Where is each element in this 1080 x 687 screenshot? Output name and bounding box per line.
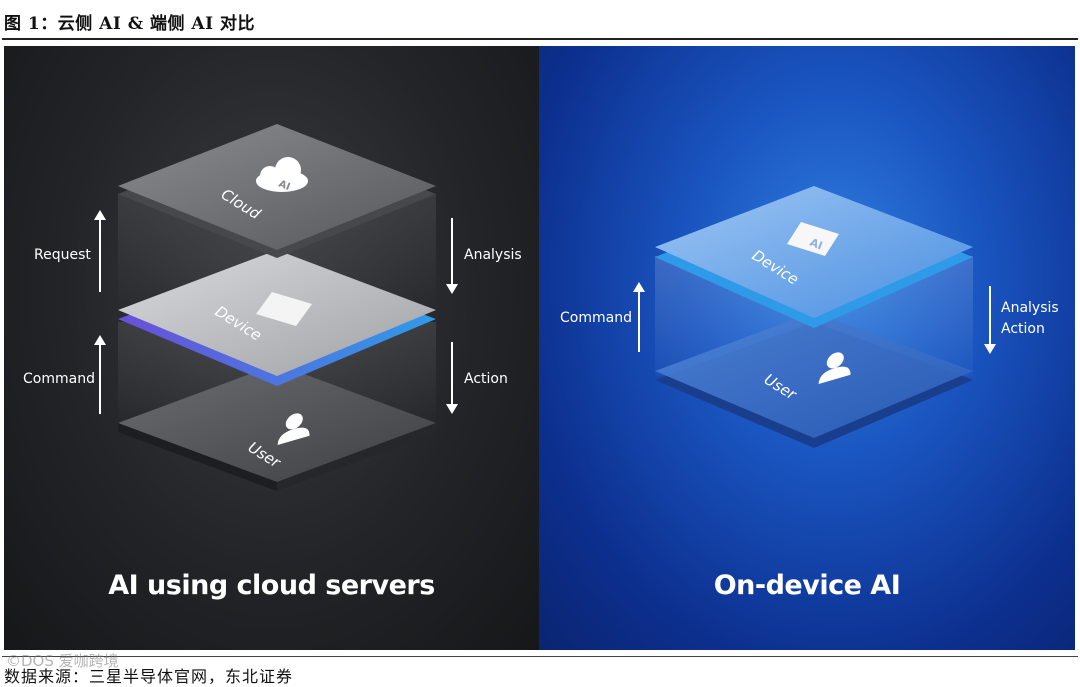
cloud-ai-caption: AI using cloud servers — [108, 570, 435, 601]
arrow-up-icon — [94, 210, 106, 292]
bottom-rule — [2, 656, 1078, 657]
command-label: Command — [23, 371, 95, 387]
top-rule — [2, 38, 1078, 40]
user-icon — [277, 413, 310, 446]
user-layer — [655, 312, 973, 448]
action-label: Action — [464, 371, 508, 387]
cloud-ai-panel: User Device AI Cloud R — [4, 46, 539, 650]
request-label: Request — [34, 247, 91, 263]
arrow-down-icon — [984, 286, 996, 354]
device-chip-icon — [787, 222, 839, 256]
user-layer — [118, 364, 436, 491]
source-note: 数据来源：三星半导体官网，东北证券 — [4, 667, 294, 686]
cloud-ai-diagram: User Device AI Cloud R — [23, 124, 522, 491]
on-device-ai-diagram: User AI Device Command Analysis Action — [560, 186, 1059, 448]
action-label: Action — [1001, 321, 1045, 337]
cloud-icon — [256, 157, 308, 192]
command-label: Command — [560, 310, 632, 326]
arrow-up-icon — [94, 335, 106, 414]
cloud-ai-badge: AI — [277, 179, 292, 193]
watermark-logo: ©DOS 爱咖跨境 — [6, 652, 119, 670]
arrow-up-icon — [633, 282, 645, 352]
device-chip-icon — [256, 292, 312, 326]
device-ai-badge: AI — [808, 236, 825, 253]
arrow-down-icon — [446, 218, 458, 294]
analysis-label: Analysis — [1001, 300, 1059, 316]
on-device-ai-caption: On-device AI — [713, 570, 901, 601]
figure-title: 图 1：云侧 AI & 端侧 AI 对比 — [4, 14, 255, 34]
user-icon — [818, 352, 851, 385]
arrow-down-icon — [446, 342, 458, 414]
analysis-label: Analysis — [464, 247, 522, 263]
on-device-ai-panel: User AI Device Command Analysis Action O… — [539, 46, 1075, 650]
